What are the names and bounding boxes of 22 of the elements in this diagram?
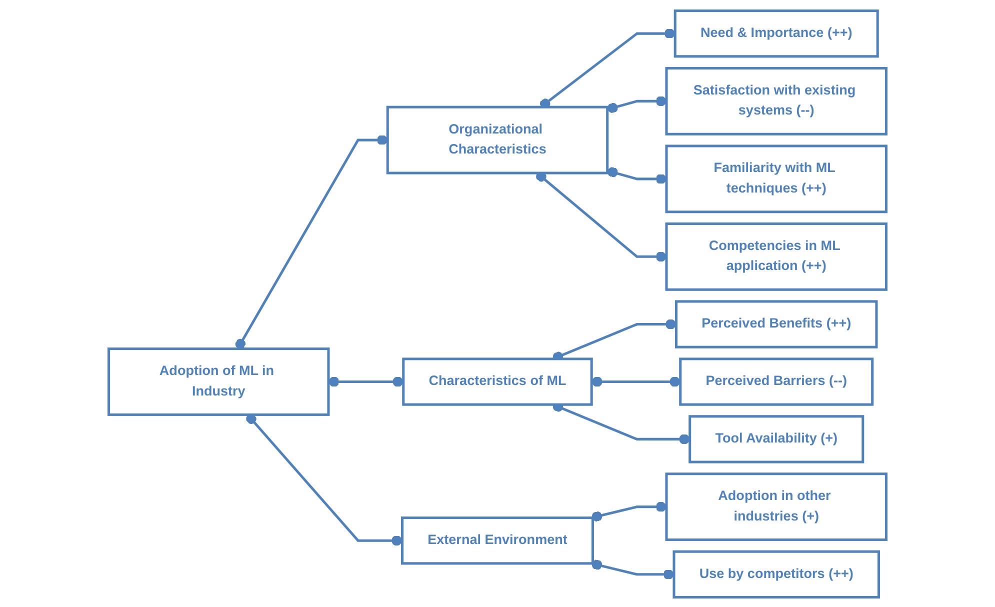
connector (235, 134, 388, 349)
node-box (401, 516, 594, 564)
node-box (672, 550, 880, 598)
node-box (665, 222, 888, 290)
node-box (688, 414, 864, 463)
node-box (665, 66, 888, 135)
node-box (665, 144, 888, 213)
node-box (665, 472, 888, 541)
node-box (674, 9, 879, 58)
connector (591, 501, 666, 522)
node-box (679, 357, 874, 406)
connector (607, 96, 666, 113)
node-box (108, 347, 330, 416)
connector (246, 413, 402, 546)
node-box (386, 105, 609, 174)
connector (607, 166, 666, 184)
connector (591, 559, 674, 580)
node-box (674, 300, 878, 348)
connector (592, 376, 680, 386)
node-box (402, 357, 593, 406)
tree-diagram: Adoption of ML in Industry Organizational Characteristics Characteristics of ML External Environment Need & Importance (++) Satisfaction with existing systems (--) Familiarity with ML techniques (++) Competencies in ML application (++) Perceived Benefits (++) Perceived Barriers (--) Tool Availability (+) Adoption in other industries (+) Use by competitors (++) (102, 4, 893, 604)
connector (328, 376, 404, 386)
